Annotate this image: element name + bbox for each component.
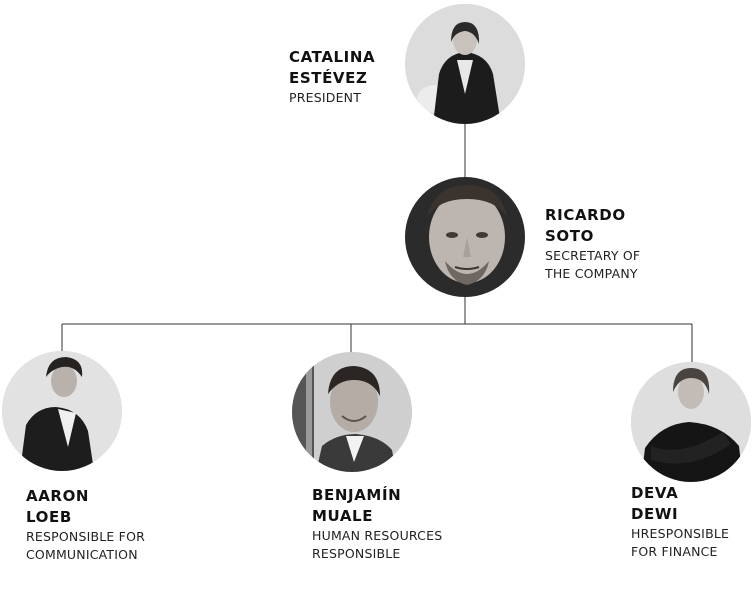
president-first-name: CATALINA (289, 48, 376, 66)
communication-photo (2, 351, 122, 471)
human-resources-label: BENJAMÍN MUALE HUMAN RESOURCES RESPONSIB… (312, 485, 442, 563)
president-last-name: ESTÉVEZ (289, 69, 368, 87)
secretary-photo (405, 177, 525, 297)
president-photo (405, 4, 525, 124)
president-label: CATALINA ESTÉVEZ PRESIDENT (289, 47, 375, 107)
human-resources-first-name: BENJAMÍN (312, 486, 402, 504)
communication-label: AARON LOEB RESPONSIBLE FOR COMMUNICATION (26, 486, 145, 564)
finance-name: DEVA DEWI (631, 483, 729, 525)
president-role: PRESIDENT (289, 89, 375, 107)
finance-role-line-1: HRESPONSIBLE (631, 526, 730, 541)
secretary-role-line-1: SECRETARY OF (545, 248, 641, 263)
communication-role: RESPONSIBLE FOR COMMUNICATION (26, 528, 145, 564)
communication-last-name: LOEB (26, 508, 72, 526)
secretary-name: RICARDO SOTO (545, 205, 640, 247)
finance-label: DEVA DEWI HRESPONSIBLE FOR FINANCE (631, 483, 729, 561)
secretary-role: SECRETARY OF THE COMPANY (545, 247, 640, 283)
human-resources-name: BENJAMÍN MUALE (312, 485, 442, 527)
secretary-role-line-2: THE COMPANY (545, 266, 638, 281)
finance-role-line-2: FOR FINANCE (631, 544, 718, 559)
communication-name: AARON LOEB (26, 486, 145, 528)
human-resources-role-line-2: RESPONSIBLE (312, 546, 401, 561)
communication-role-line-1: RESPONSIBLE FOR (26, 529, 145, 544)
finance-photo (631, 362, 751, 482)
human-resources-role-line-1: HUMAN RESOURCES (312, 528, 443, 543)
finance-role: HRESPONSIBLE FOR FINANCE (631, 525, 729, 561)
finance-first-name: DEVA (631, 484, 679, 502)
human-resources-last-name: MUALE (312, 507, 374, 525)
secretary-last-name: SOTO (545, 227, 594, 245)
communication-first-name: AARON (26, 487, 90, 505)
finance-last-name: DEWI (631, 505, 679, 523)
secretary-first-name: RICARDO (545, 206, 626, 224)
human-resources-photo (292, 352, 412, 472)
president-name: CATALINA ESTÉVEZ (289, 47, 375, 89)
human-resources-role: HUMAN RESOURCES RESPONSIBLE (312, 527, 442, 563)
secretary-label: RICARDO SOTO SECRETARY OF THE COMPANY (545, 205, 640, 283)
communication-role-line-2: COMMUNICATION (26, 547, 138, 562)
president-role-line-1: PRESIDENT (289, 90, 362, 105)
